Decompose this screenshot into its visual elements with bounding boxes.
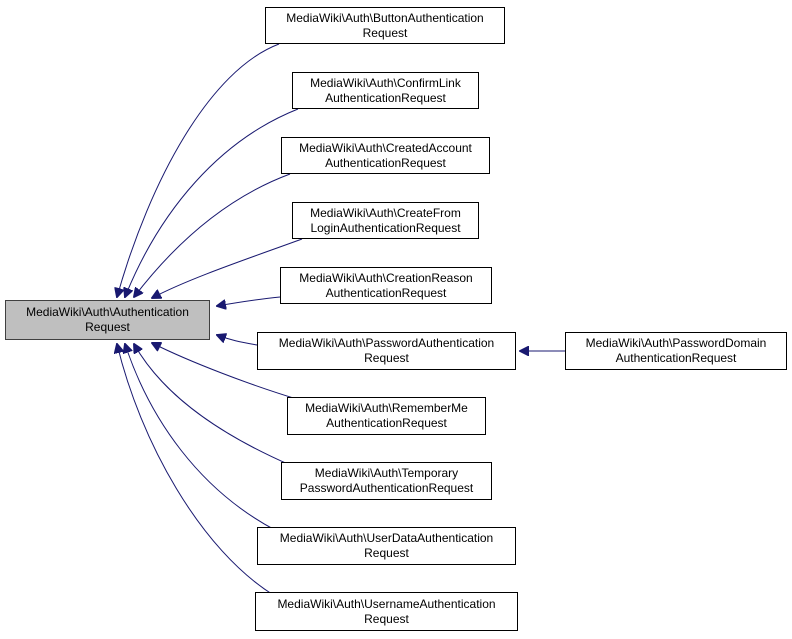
node-label-line1: MediaWiki\Auth\UsernameAuthentication (277, 596, 496, 611)
node-label-line1: MediaWiki\Auth\CreateFrom (310, 205, 461, 220)
edge-password (217, 335, 258, 346)
edge-rememberme (152, 343, 301, 401)
node-remember-me-authentication-request[interactable]: MediaWiki\Auth\RememberMe Authentication… (287, 397, 486, 435)
node-label-line1: MediaWiki\Auth\PasswordDomain (585, 336, 767, 350)
node-user-data-authentication-request[interactable]: MediaWiki\Auth\UserDataAuthentication Re… (257, 527, 516, 565)
node-label-line1: MediaWiki\Auth\RememberMe (305, 401, 468, 415)
edges (117, 43, 565, 597)
edge-creationreason (217, 296, 281, 306)
node-label-line2: AuthenticationRequest (615, 351, 737, 365)
edge-createfrom (152, 238, 303, 298)
node-label-line2: AuthenticationRequest (325, 155, 446, 170)
edge-username (117, 344, 276, 597)
node-password-authentication-request[interactable]: MediaWiki\Auth\PasswordAuthentication Re… (257, 332, 516, 370)
node-authentication-request: MediaWiki\Auth\Authentication Request (5, 300, 210, 340)
node-username-authentication-request[interactable]: MediaWiki\Auth\UsernameAuthentication Re… (255, 592, 518, 631)
node-creation-reason-authentication-request[interactable]: MediaWiki\Auth\CreationReason Authentica… (280, 267, 492, 304)
node-label-line1: MediaWiki\Auth\Authentication (26, 305, 189, 319)
node-create-from-login-authentication-request[interactable]: MediaWiki\Auth\CreateFrom LoginAuthentic… (292, 202, 479, 239)
node-label-line2: Request (85, 320, 130, 334)
node-label-line1: MediaWiki\Auth\ConfirmLink (310, 75, 461, 90)
node-label-line2: PasswordAuthenticationRequest (299, 481, 474, 495)
node-label-line2: Request (362, 25, 408, 40)
node-label-line2: AuthenticationRequest (326, 416, 447, 430)
node-label-line2: Request (364, 546, 409, 560)
node-label-line2: AuthenticationRequest (325, 90, 446, 105)
node-label-line2: Request (364, 351, 409, 365)
node-password-domain-authentication-request[interactable]: MediaWiki\Auth\PasswordDomain Authentica… (565, 332, 787, 370)
node-button-authentication-request[interactable]: MediaWiki\Auth\ButtonAuthentication Requ… (265, 7, 505, 44)
node-confirm-link-authentication-request[interactable]: MediaWiki\Auth\ConfirmLink Authenticatio… (292, 72, 479, 109)
node-created-account-authentication-request[interactable]: MediaWiki\Auth\CreatedAccount Authentica… (281, 137, 490, 174)
node-temporary-password-authentication-request[interactable]: MediaWiki\Auth\Temporary PasswordAuthent… (281, 462, 492, 500)
node-label-line2: Request (364, 611, 409, 626)
node-label-line1: MediaWiki\Auth\Temporary (314, 466, 459, 480)
node-label-line2: AuthenticationRequest (325, 285, 447, 300)
edge-confirmlink (125, 108, 299, 297)
edge-button (117, 43, 280, 297)
node-label-line2: LoginAuthenticationRequest (310, 220, 461, 235)
node-label-line1: MediaWiki\Auth\UserDataAuthentication (279, 531, 494, 545)
edge-userdata (125, 344, 276, 531)
node-label-line1: MediaWiki\Auth\ButtonAuthentication (286, 10, 484, 25)
edge-temporary (134, 344, 291, 466)
node-label-line1: MediaWiki\Auth\CreatedAccount (299, 140, 472, 155)
node-label-line1: MediaWiki\Auth\CreationReason (299, 270, 473, 285)
node-label-line1: MediaWiki\Auth\PasswordAuthentication (278, 336, 495, 350)
edge-createdaccount (134, 173, 291, 297)
